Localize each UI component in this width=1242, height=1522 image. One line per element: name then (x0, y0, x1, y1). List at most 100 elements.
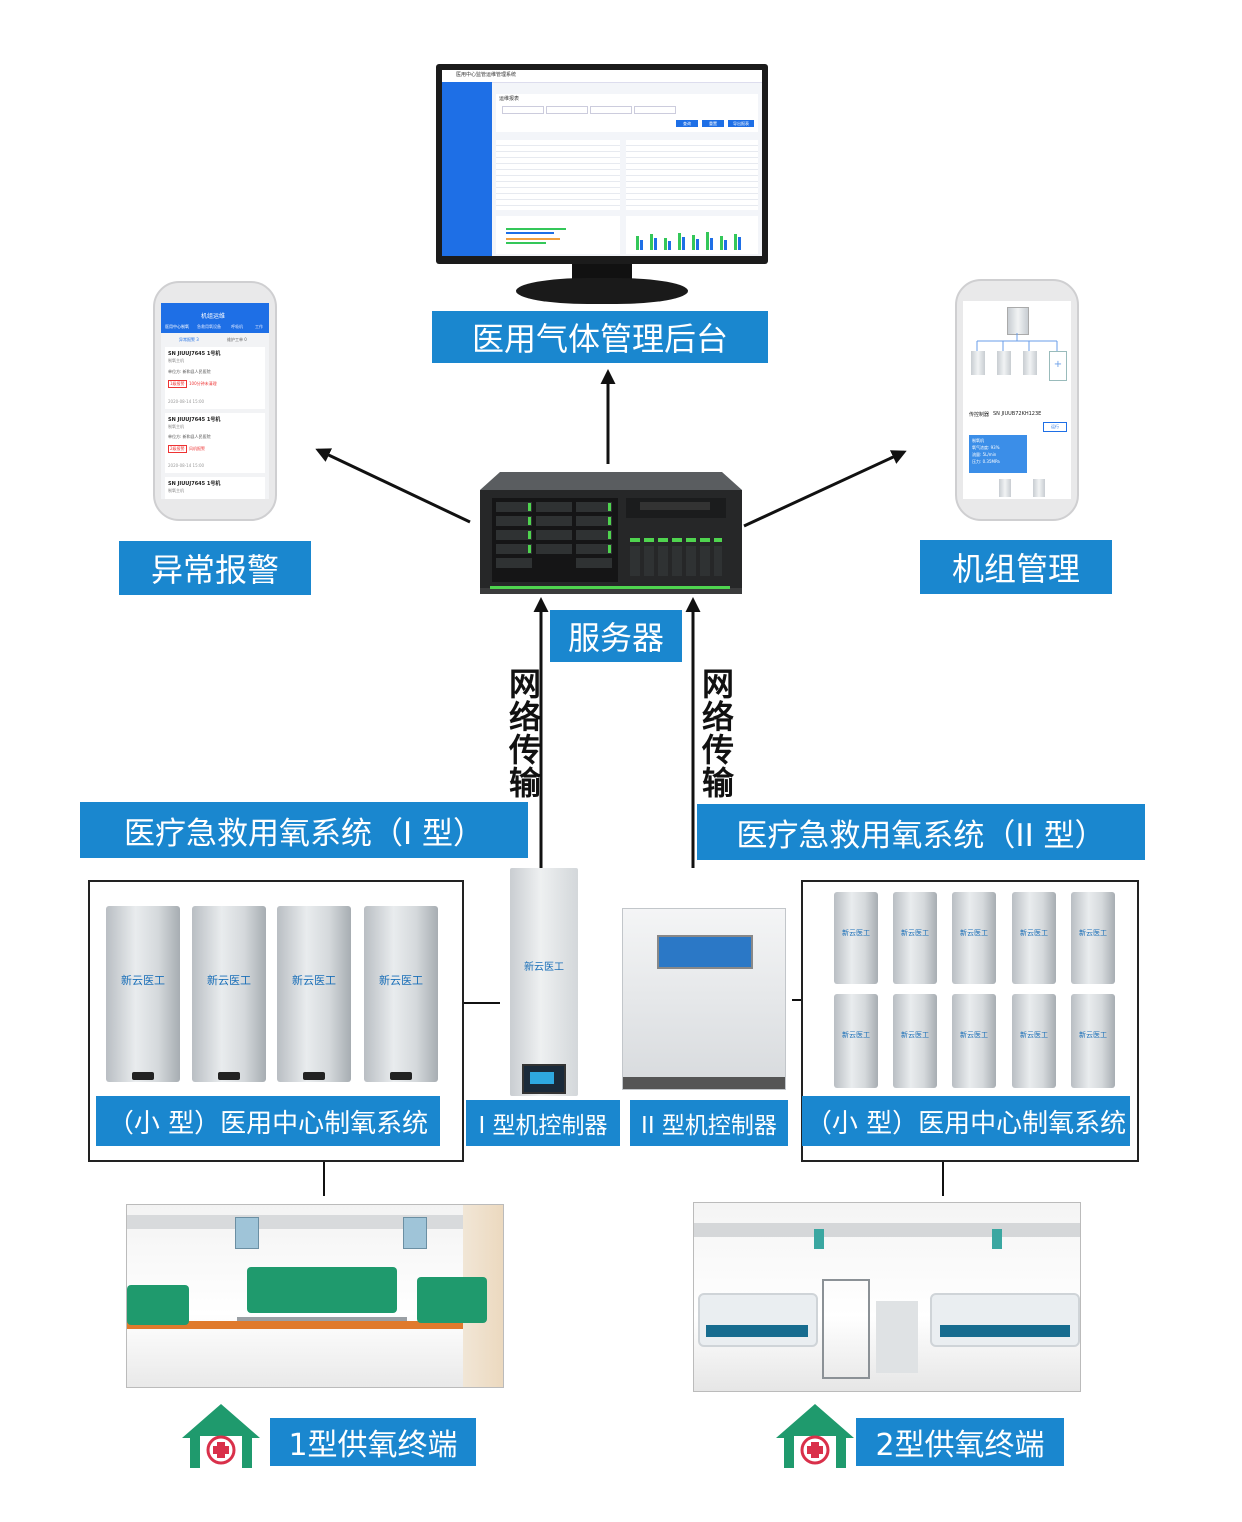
child-unit-icon (971, 351, 985, 375)
oxygen-unit: 新云医工 (1071, 994, 1115, 1088)
phone-left-header: 机组运维 医用中心制氧 急救用氧设备 呼吸机 工作 (161, 303, 269, 333)
unit-logo: 新云医工 (379, 974, 423, 987)
controller-type2-label: II 型机控制器 (630, 1100, 788, 1146)
card-title: SN JIUUJ7645 1号机 (168, 351, 221, 357)
oxygen-outlet-icon (235, 1217, 259, 1249)
unit-logo: 新云医工 (960, 1031, 988, 1039)
child-unit-icon (997, 351, 1011, 375)
ward-scene (693, 1202, 1081, 1392)
card-sub: 制氧主机 (168, 488, 184, 493)
controller-type2-cabinet (622, 908, 786, 1090)
popup-line: 流量: 5L/min (972, 452, 997, 457)
unit-display (218, 1072, 240, 1080)
app-filter-panel: 运维报表 查询 重置 导出报表 (496, 94, 758, 132)
query-button[interactable]: 查询 (676, 120, 698, 127)
child-unit-icon (1033, 479, 1045, 497)
popup-line: 压力: 0.35MPa (972, 459, 1000, 464)
table-panel-right (626, 140, 758, 210)
central-unit-icon (1007, 307, 1029, 335)
controller-type1-cabinet: 新云医工 (510, 868, 578, 1096)
unit-logo: 新云医工 (292, 974, 336, 987)
unit-logo: 新云医工 (121, 974, 165, 987)
server-chassis (480, 472, 742, 594)
oxygen-unit: 新云医工 (834, 994, 878, 1088)
status-button[interactable]: 运行 (1043, 422, 1067, 432)
backend-label: 医用气体管理后台 (432, 311, 768, 363)
alarm-card[interactable]: SN JIUUJ7645 1号机 制氧主机 (165, 477, 265, 499)
hospital-bed (698, 1293, 818, 1347)
unit-logo: 新云医工 (1079, 1031, 1107, 1039)
card-site: 单位方: 新和县人民医院 (168, 434, 211, 439)
unit-logo: 新云医工 (207, 974, 251, 987)
bedside-table (876, 1301, 918, 1373)
monitor-stand (516, 278, 688, 304)
oxygen-unit: 新云医工 (106, 906, 180, 1082)
terminal-type1-label: 1型供氧终端 (270, 1418, 476, 1466)
app-title: 医用中心监管运维管理系统 (456, 72, 517, 78)
card-msg: 风机报警 (189, 446, 205, 451)
phone-left-tab-3[interactable]: 工作 (255, 324, 263, 329)
popup-line: 氧气浓度: 93% (972, 445, 1000, 450)
app-topbar: 医用中心监管运维管理系统 (442, 70, 762, 83)
oxygen-unit: 新云医工 (834, 892, 878, 984)
alarm-card[interactable]: SN JIUUJ7645 1号机 制氧主机 单位方: 新和县人民医院 1级报警 … (165, 347, 265, 409)
phone-right-screen: + 传控制器 SN JIUUB72KH123E 运行 制氧机 氧气浓度: 93%… (963, 301, 1071, 499)
topology-lines (976, 333, 1058, 351)
oxygen-unit: 新云医工 (277, 906, 351, 1082)
alarm-card[interactable]: SN JIUUJ7645 1号机 制氧主机 单位方: 新和县人民医院 2级报警 … (165, 413, 265, 473)
device-sn: SN JIUUB72KH123E (993, 411, 1042, 417)
card-tag: 1级报警 (168, 380, 187, 388)
oxygen-unit: 新云医工 (893, 892, 937, 984)
card-sub: 制氧主机 (168, 424, 184, 429)
unit-logo: 新云医工 (1079, 929, 1107, 937)
unit-logo: 新云医工 (842, 1031, 870, 1039)
phone-left-tab-2[interactable]: 呼吸机 (231, 324, 243, 329)
hospital-icon (770, 1398, 860, 1470)
unit-logo: 新云医工 (842, 929, 870, 937)
system-type1-label: 医疗急救用氧系统（I 型） (80, 802, 528, 858)
unit-management-label: 机组管理 (920, 540, 1112, 594)
system-type2-label: 医疗急救用氧系统（II 型） (697, 804, 1145, 860)
card-time: 2020-08-14 15:00 (168, 463, 205, 468)
monitor-screen: 医用中心监管运维管理系统 运维报表 查询 重置 导出报表 (442, 70, 762, 256)
alarm-label: 异常报警 (119, 541, 311, 595)
phone-left: 机组运维 医用中心制氧 急救用氧设备 呼吸机 工作 异常报警 3 维护工单 0 … (153, 281, 277, 521)
server (480, 472, 742, 594)
phone-left-subtab-1[interactable]: 维护工单 0 (227, 337, 247, 342)
card-sub: 制氧主机 (168, 358, 184, 363)
phone-left-tab-0[interactable]: 医用中心制氧 (165, 324, 189, 329)
controller-panel (657, 935, 753, 969)
unit-logo: 新云医工 (901, 929, 929, 937)
card-tag: 2级报警 (168, 445, 187, 453)
phone-left-tab-1[interactable]: 急救用氧设备 (197, 324, 221, 329)
reset-button[interactable]: 重置 (702, 120, 724, 127)
oxygen-outlet-icon (403, 1217, 427, 1249)
oxygen-unit: 新云医工 (1071, 892, 1115, 984)
controller-type1-label: I 型机控制器 (466, 1100, 620, 1146)
export-button[interactable]: 导出报表 (728, 120, 754, 127)
bar-chart-right (626, 216, 758, 254)
phone-left-subtab-0[interactable]: 异常报警 3 (179, 337, 199, 342)
oxygen-unit: 新云医工 (1012, 994, 1056, 1088)
add-unit-icon[interactable]: + (1049, 351, 1067, 381)
unit-logo: 新云医工 (524, 962, 564, 973)
waiting-room-scene (126, 1204, 504, 1388)
phone-right: + 传控制器 SN JIUUB72KH123E 运行 制氧机 氧气浓度: 93%… (955, 279, 1079, 521)
network-label-right: 网 络 传 输 (701, 665, 734, 802)
child-unit-icon (999, 479, 1011, 497)
oxygen-unit: 新云医工 (893, 994, 937, 1088)
table-panel-left (496, 140, 620, 210)
cabinet-base (623, 1077, 785, 1089)
trolley (822, 1279, 870, 1379)
card-msg: 100分钟未清理 (189, 381, 217, 386)
unit-display (390, 1072, 412, 1080)
mini-bars (636, 232, 741, 250)
child-unit-icon (1023, 351, 1037, 375)
hospital-bed (930, 1293, 1080, 1347)
controller-screen (522, 1064, 566, 1094)
monitor: 医用中心监管运维管理系统 运维报表 查询 重置 导出报表 (436, 64, 768, 264)
card-title: SN JIUUJ7645 1号机 (168, 417, 221, 423)
unit-logo: 新云医工 (1020, 1031, 1048, 1039)
oxygen-unit: 新云医工 (364, 906, 438, 1082)
